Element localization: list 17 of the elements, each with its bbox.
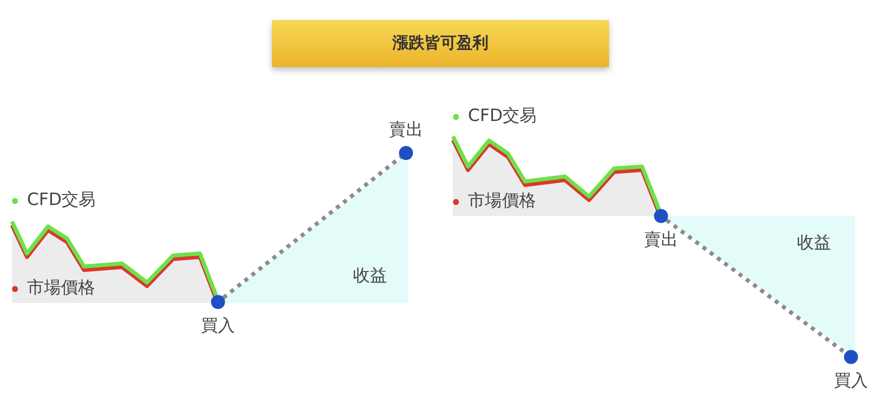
point-label: 買入 <box>201 316 235 336</box>
dotted-line <box>665 218 847 354</box>
dotted-line <box>222 156 402 300</box>
point-marker <box>399 146 413 160</box>
title-banner: 漲跌皆可盈利 <box>272 20 609 67</box>
legend-label: 市場價格 <box>27 278 95 298</box>
legend-label: CFD交易 <box>468 106 537 126</box>
profit-label: 收益 <box>353 266 387 286</box>
point-marker <box>654 209 668 223</box>
legend-label: 市場價格 <box>468 191 536 211</box>
point-marker <box>844 350 858 364</box>
point-label: 買入 <box>834 371 868 391</box>
point-label: 賣出 <box>644 230 678 250</box>
point-label: 賣出 <box>389 120 423 140</box>
point-marker <box>211 295 225 309</box>
profit-label: 收益 <box>797 233 831 253</box>
legend-label: CFD交易 <box>27 190 96 210</box>
